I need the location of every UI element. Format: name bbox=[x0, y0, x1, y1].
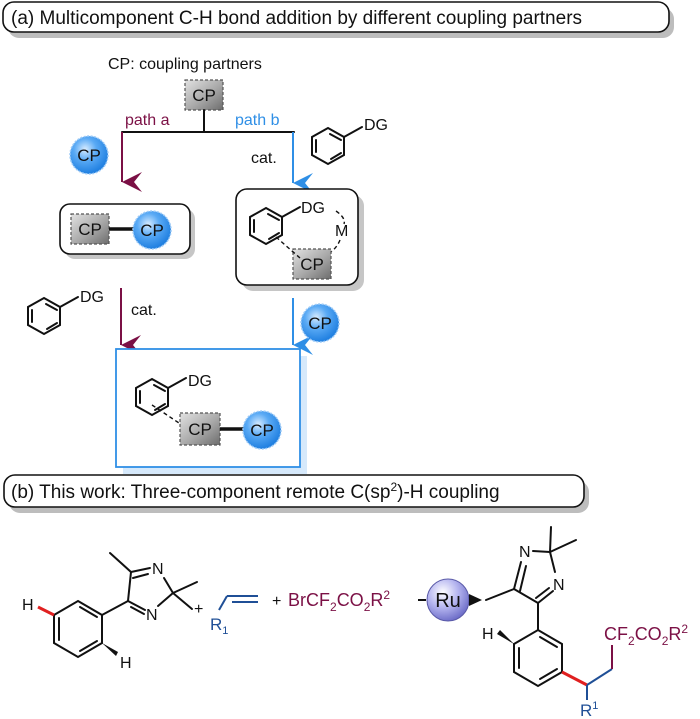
svg-text:DG: DG bbox=[80, 289, 104, 306]
svg-text:DG: DG bbox=[301, 200, 325, 217]
svg-text:CP: CP bbox=[250, 421, 274, 440]
reagent-bromodifluoroacetate: BrCF2CO2R2 bbox=[288, 588, 390, 614]
substrate-aryl-imidazoline: H H N N + bbox=[22, 552, 203, 672]
svg-text:N: N bbox=[519, 544, 531, 561]
panel-a-header: (a) Multicomponent C-H bond addition by … bbox=[2, 1, 674, 38]
plus-sign: + bbox=[272, 593, 281, 610]
panel-b-header: (b) This work: Three-component remote C(… bbox=[3, 474, 589, 513]
svg-text:N: N bbox=[152, 561, 164, 578]
cp-circle-path-b: CP bbox=[300, 303, 340, 343]
svg-text:+: + bbox=[194, 601, 203, 618]
svg-text:CP: CP bbox=[308, 314, 332, 333]
ru-catalyst-arrow: Ru bbox=[418, 578, 482, 622]
cat-label-a: cat. bbox=[131, 302, 157, 319]
svg-text:N: N bbox=[146, 607, 158, 624]
cp-legend: CP: coupling partners bbox=[108, 56, 262, 73]
svg-text:CP: CP bbox=[77, 146, 101, 165]
cp-square-top: CP bbox=[184, 79, 224, 111]
path-b-label: path b bbox=[235, 112, 280, 129]
svg-text:CP: CP bbox=[140, 221, 164, 240]
metallacycle-box: DG M CP bbox=[235, 188, 364, 291]
alkene-substituent: R1 bbox=[210, 615, 228, 637]
cp-cp-box: CP CP bbox=[59, 203, 195, 259]
svg-text:CP: CP bbox=[188, 420, 212, 439]
svg-text:H: H bbox=[482, 626, 494, 643]
cat-label-b: cat. bbox=[251, 150, 277, 167]
arene-dg-top: DG bbox=[311, 117, 388, 166]
product-r1: R1 bbox=[580, 700, 598, 719]
cp-label: CP bbox=[192, 86, 216, 105]
ru-label: Ru bbox=[435, 590, 461, 612]
product-box-a: DG CP CP bbox=[115, 348, 307, 474]
svg-text:CP: CP bbox=[78, 220, 102, 239]
alkene: R1 bbox=[210, 595, 258, 637]
svg-text:DG: DG bbox=[364, 117, 388, 134]
svg-text:H: H bbox=[22, 597, 34, 614]
path-a-label: path a bbox=[125, 112, 170, 129]
svg-text:DG: DG bbox=[188, 373, 212, 390]
product-difluoroester: CF2CO2R2 bbox=[604, 622, 688, 648]
product-meta-alkylated: N N H R1 CF2CO2R2 bbox=[482, 526, 688, 719]
svg-text:H: H bbox=[120, 655, 132, 672]
cp-circle-path-a: CP bbox=[69, 135, 109, 175]
arene-dg-bottom: DG bbox=[27, 289, 104, 336]
svg-text:N: N bbox=[553, 577, 565, 594]
svg-text:CP: CP bbox=[300, 255, 324, 274]
panel-a-title: (a) Multicomponent C-H bond addition by … bbox=[11, 8, 582, 29]
metal-label: M bbox=[335, 223, 348, 240]
panel-b-title: (b) This work: Three-component remote C(… bbox=[11, 480, 500, 503]
